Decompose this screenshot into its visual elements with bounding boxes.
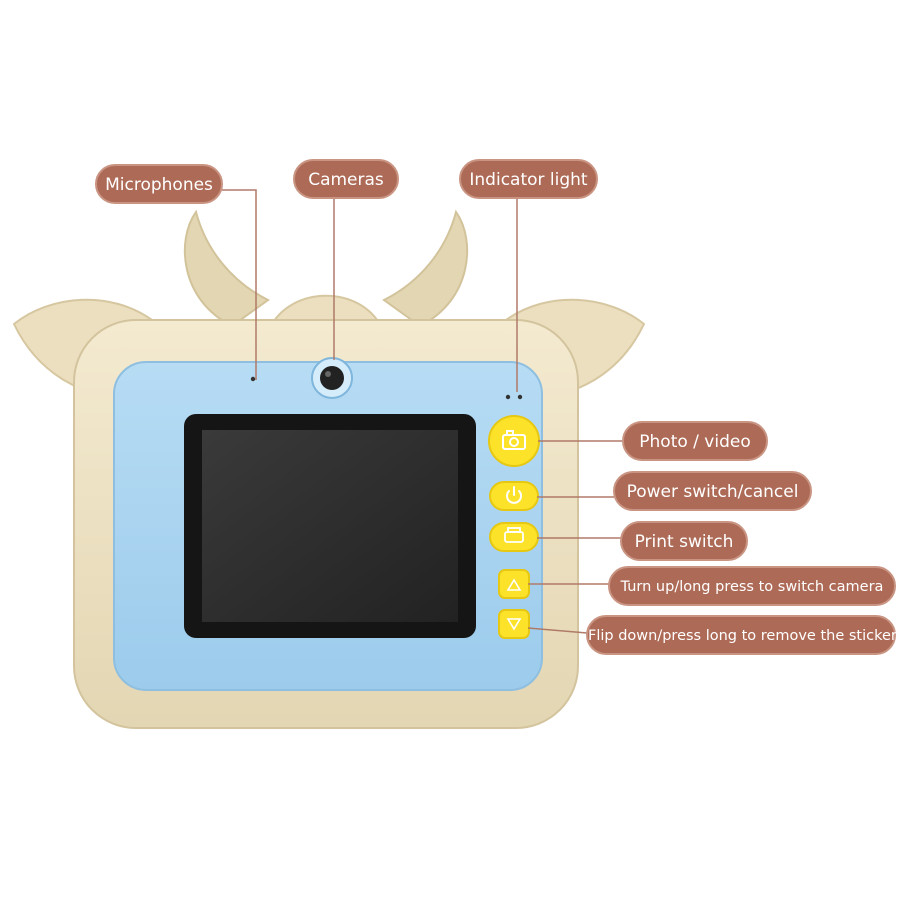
right-horn	[382, 209, 469, 328]
indicator-dot-1	[505, 394, 511, 400]
flip-down-leader	[527, 627, 588, 634]
print-icon	[504, 527, 524, 543]
label-flip-down: Flip down/press long to remove the stick…	[586, 615, 897, 655]
label-power-switch: Power switch/cancel	[613, 471, 812, 511]
indicator-dot-2	[517, 394, 523, 400]
power-icon	[506, 486, 522, 504]
microphones-leader	[222, 189, 257, 380]
photo-video-button	[488, 415, 540, 467]
down-button	[498, 609, 530, 639]
camera-icon	[502, 430, 526, 450]
label-cameras: Cameras	[293, 159, 399, 199]
down-arrow-icon	[506, 618, 522, 631]
print-button	[489, 522, 539, 552]
label-microphones: Microphones	[95, 164, 223, 204]
power-button	[489, 481, 539, 511]
up-button	[498, 569, 530, 599]
leader-lines	[222, 189, 624, 634]
label-photo-video: Photo / video	[622, 421, 768, 461]
microphone-hole	[250, 376, 256, 382]
screen	[202, 430, 458, 622]
up-arrow-icon	[506, 578, 522, 591]
label-indicator-light: Indicator light	[459, 159, 598, 199]
lens	[320, 366, 344, 390]
label-turn-up: Turn up/long press to switch camera	[608, 566, 896, 606]
label-print-switch: Print switch	[620, 521, 748, 561]
